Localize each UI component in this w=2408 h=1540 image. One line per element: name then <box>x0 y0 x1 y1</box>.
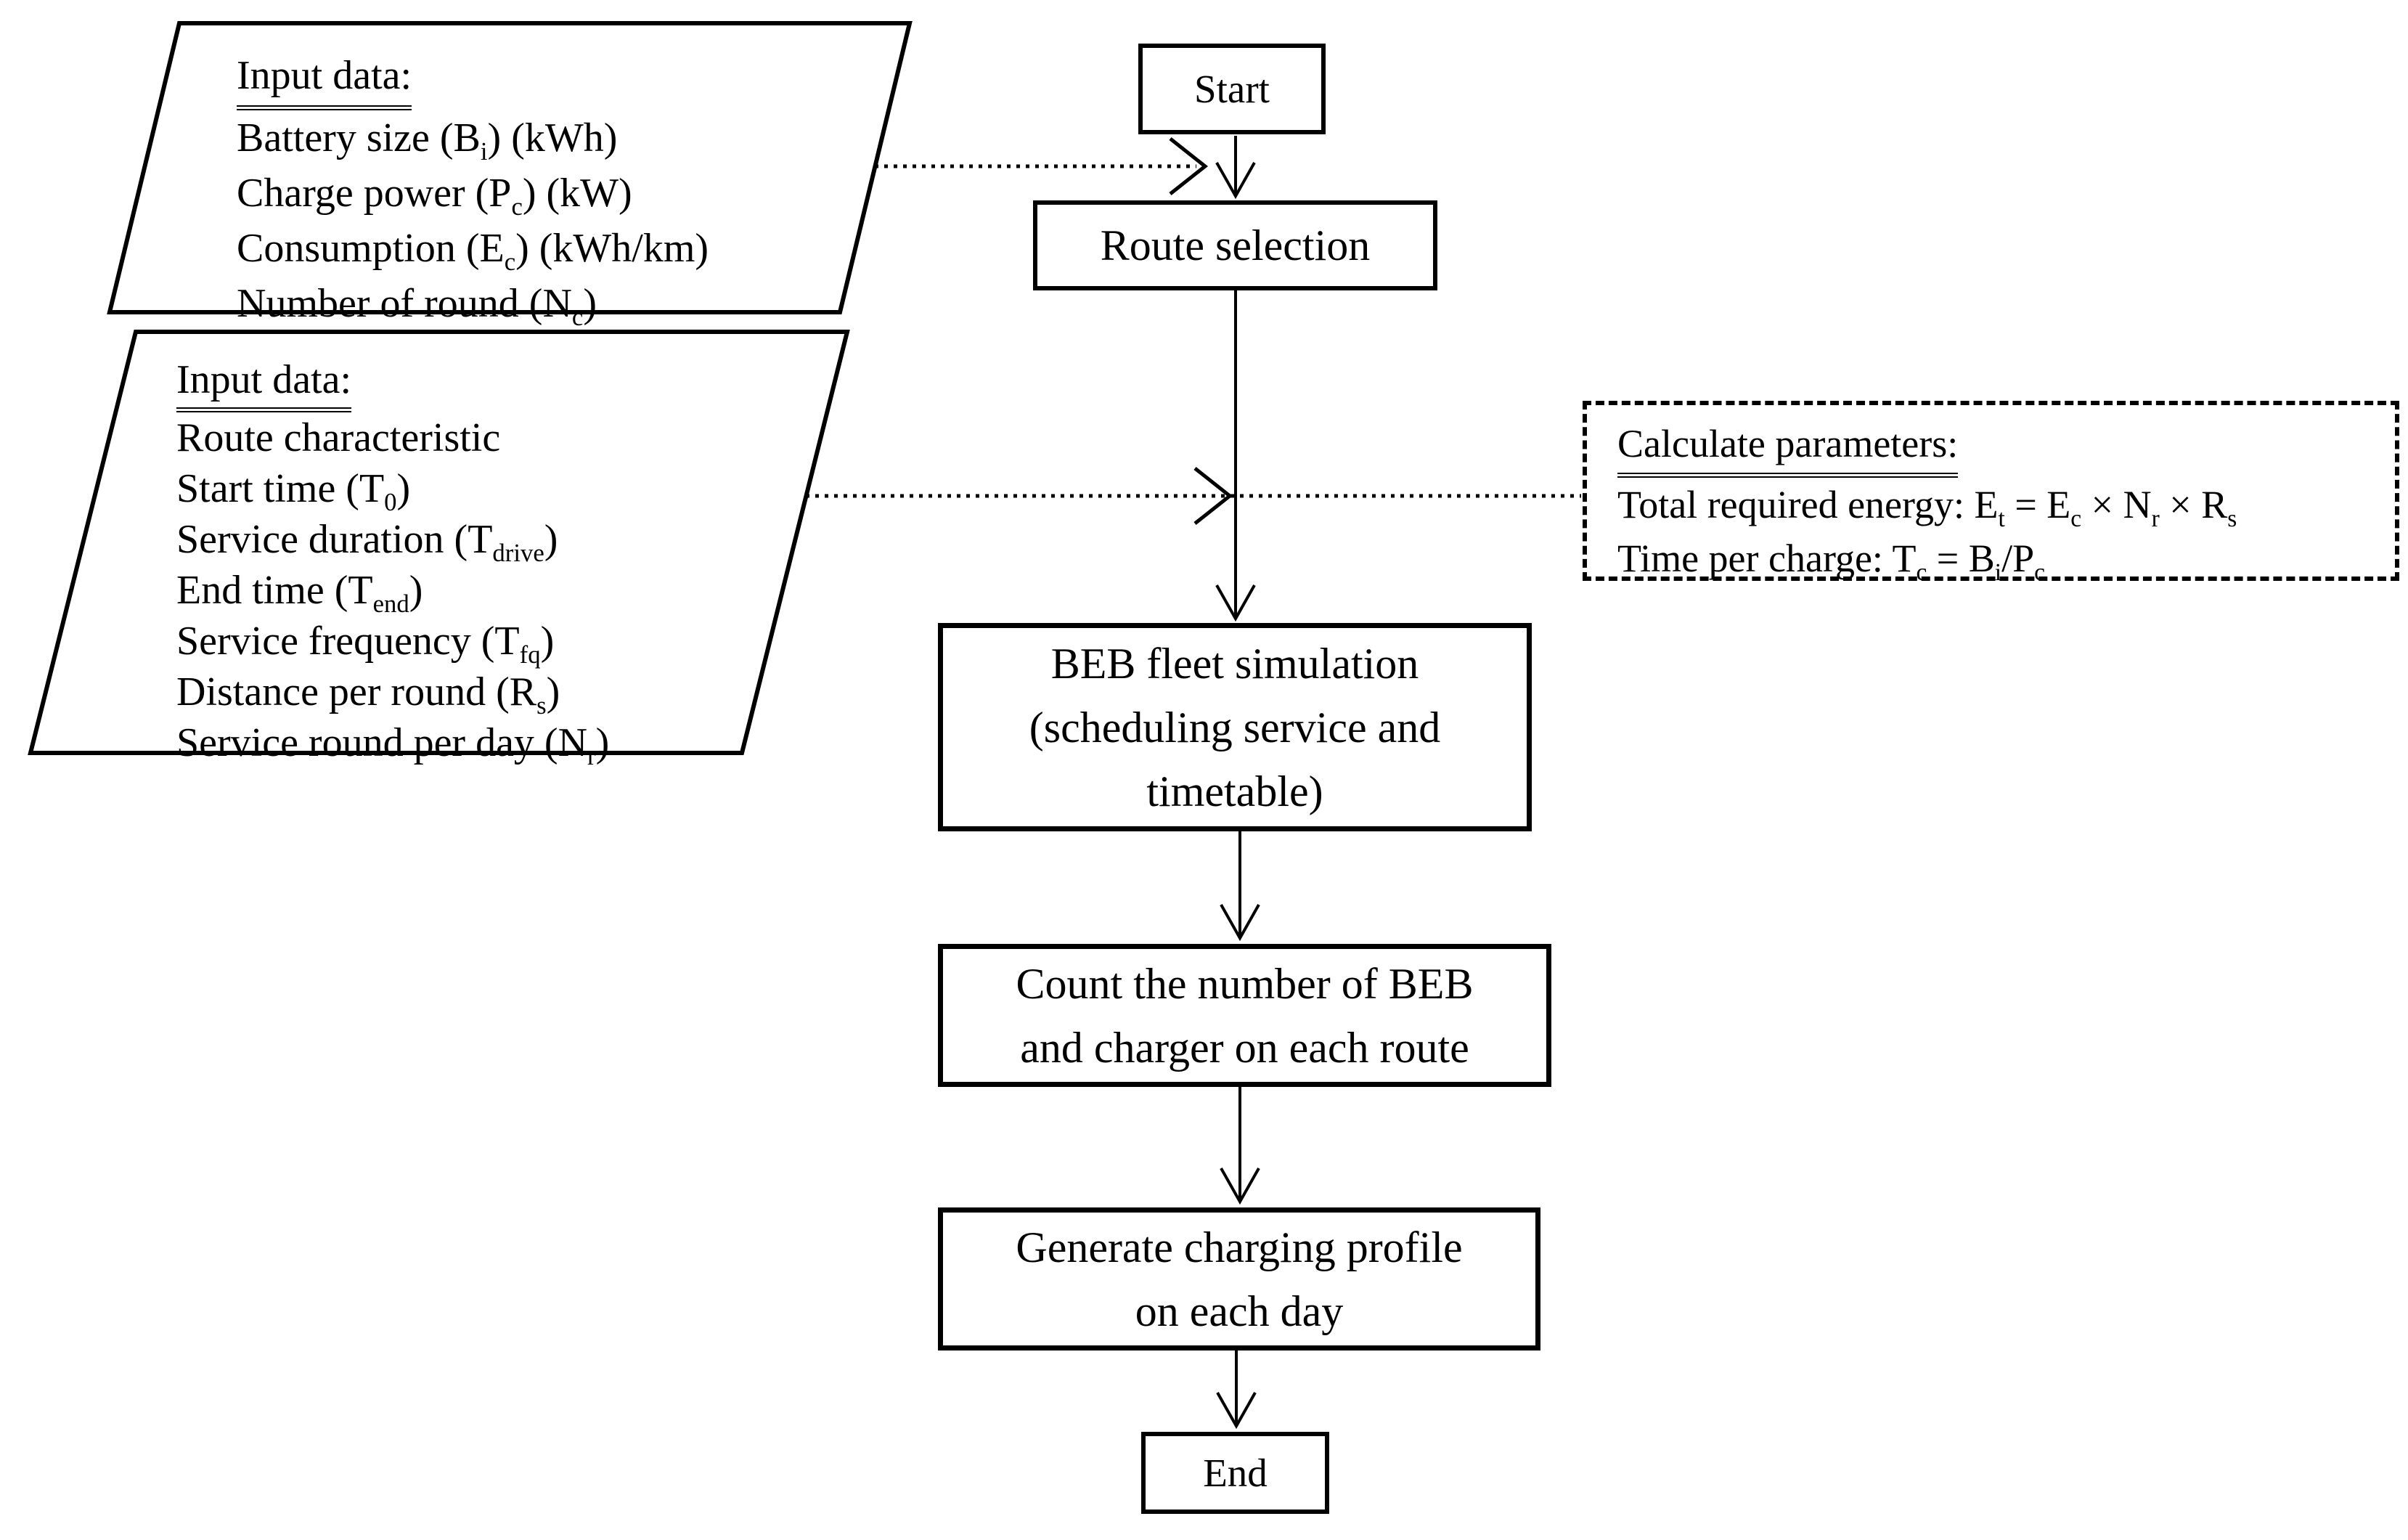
beb-simulation-line: timetable) <box>1146 767 1323 815</box>
calc-line: Time per charge: Tc = Bi/Pc <box>1617 537 2045 586</box>
arrow-route-to-beb-arrowhead <box>1215 584 1256 622</box>
count-node: Count the number of BEB and charger on e… <box>938 944 1551 1087</box>
end-label: End <box>1203 1451 1268 1495</box>
input1-line: Consumption (Ec) (kWh/km) <box>237 226 709 277</box>
calc-line: Total required energy: Et = Ec × Nr × Rs <box>1617 483 2237 532</box>
route-selection-node: Route selection <box>1033 200 1437 290</box>
start-node: Start <box>1138 44 1326 134</box>
input1-line: Charge power (Pc) (kW) <box>237 171 632 221</box>
dashed-arrow-input1-arrowhead <box>1169 137 1209 195</box>
arrow-count-to-generate-arrowhead <box>1220 1168 1260 1205</box>
arrow-beb-to-count-arrowhead <box>1220 904 1260 942</box>
input1-title: Input data: <box>237 48 709 110</box>
input2-line: End time (Tend) <box>176 568 423 619</box>
count-line: and charger on each route <box>1020 1023 1469 1072</box>
input1-text: Input data: Battery size (Bi) (kWh) Char… <box>237 48 709 331</box>
start-label: Start <box>1194 67 1270 111</box>
route-selection-label: Route selection <box>1100 221 1371 269</box>
input2-line: Route characteristic <box>176 415 501 460</box>
beb-simulation-line: (scheduling service and <box>1029 703 1441 751</box>
input2-line: Service duration (Tdrive) <box>176 517 558 568</box>
end-node: End <box>1141 1432 1329 1514</box>
dashed-arrow-input2-arrowhead <box>1193 467 1233 525</box>
beb-simulation-node: BEB fleet simulation (scheduling service… <box>938 623 1532 831</box>
generate-profile-line: Generate charging profile <box>1016 1223 1463 1271</box>
input2-line: Start time (T0) <box>176 466 411 517</box>
input2-line: Service round per day (Nr) <box>176 720 610 771</box>
input2-line: Service frequency (Tfq) <box>176 619 555 669</box>
calc-parameters-text: Calculate parameters: Total required ene… <box>1617 417 2237 585</box>
input-parallelogram-2 <box>28 330 850 755</box>
input-parallelogram-1 <box>107 21 913 314</box>
generate-profile-line: on each day <box>1135 1287 1344 1335</box>
input2-title: Input data: <box>176 354 609 412</box>
arrow-generate-to-end-arrowhead <box>1216 1392 1257 1430</box>
generate-profile-node: Generate charging profile on each day <box>938 1207 1540 1350</box>
calc-parameters-node <box>1583 401 2399 581</box>
input2-line: Distance per round (Rs) <box>176 669 560 720</box>
beb-simulation-line: BEB fleet simulation <box>1050 639 1419 688</box>
input1-line: Battery size (Bi) (kWh) <box>237 115 618 166</box>
input2-text: Input data: Route characteristic Start t… <box>176 354 610 771</box>
count-line: Count the number of BEB <box>1016 959 1474 1008</box>
input1-line: Number of round (Nc) <box>237 281 597 332</box>
arrow-start-to-route-arrowhead <box>1215 162 1256 200</box>
calc-title: Calculate parameters: <box>1617 417 2237 478</box>
